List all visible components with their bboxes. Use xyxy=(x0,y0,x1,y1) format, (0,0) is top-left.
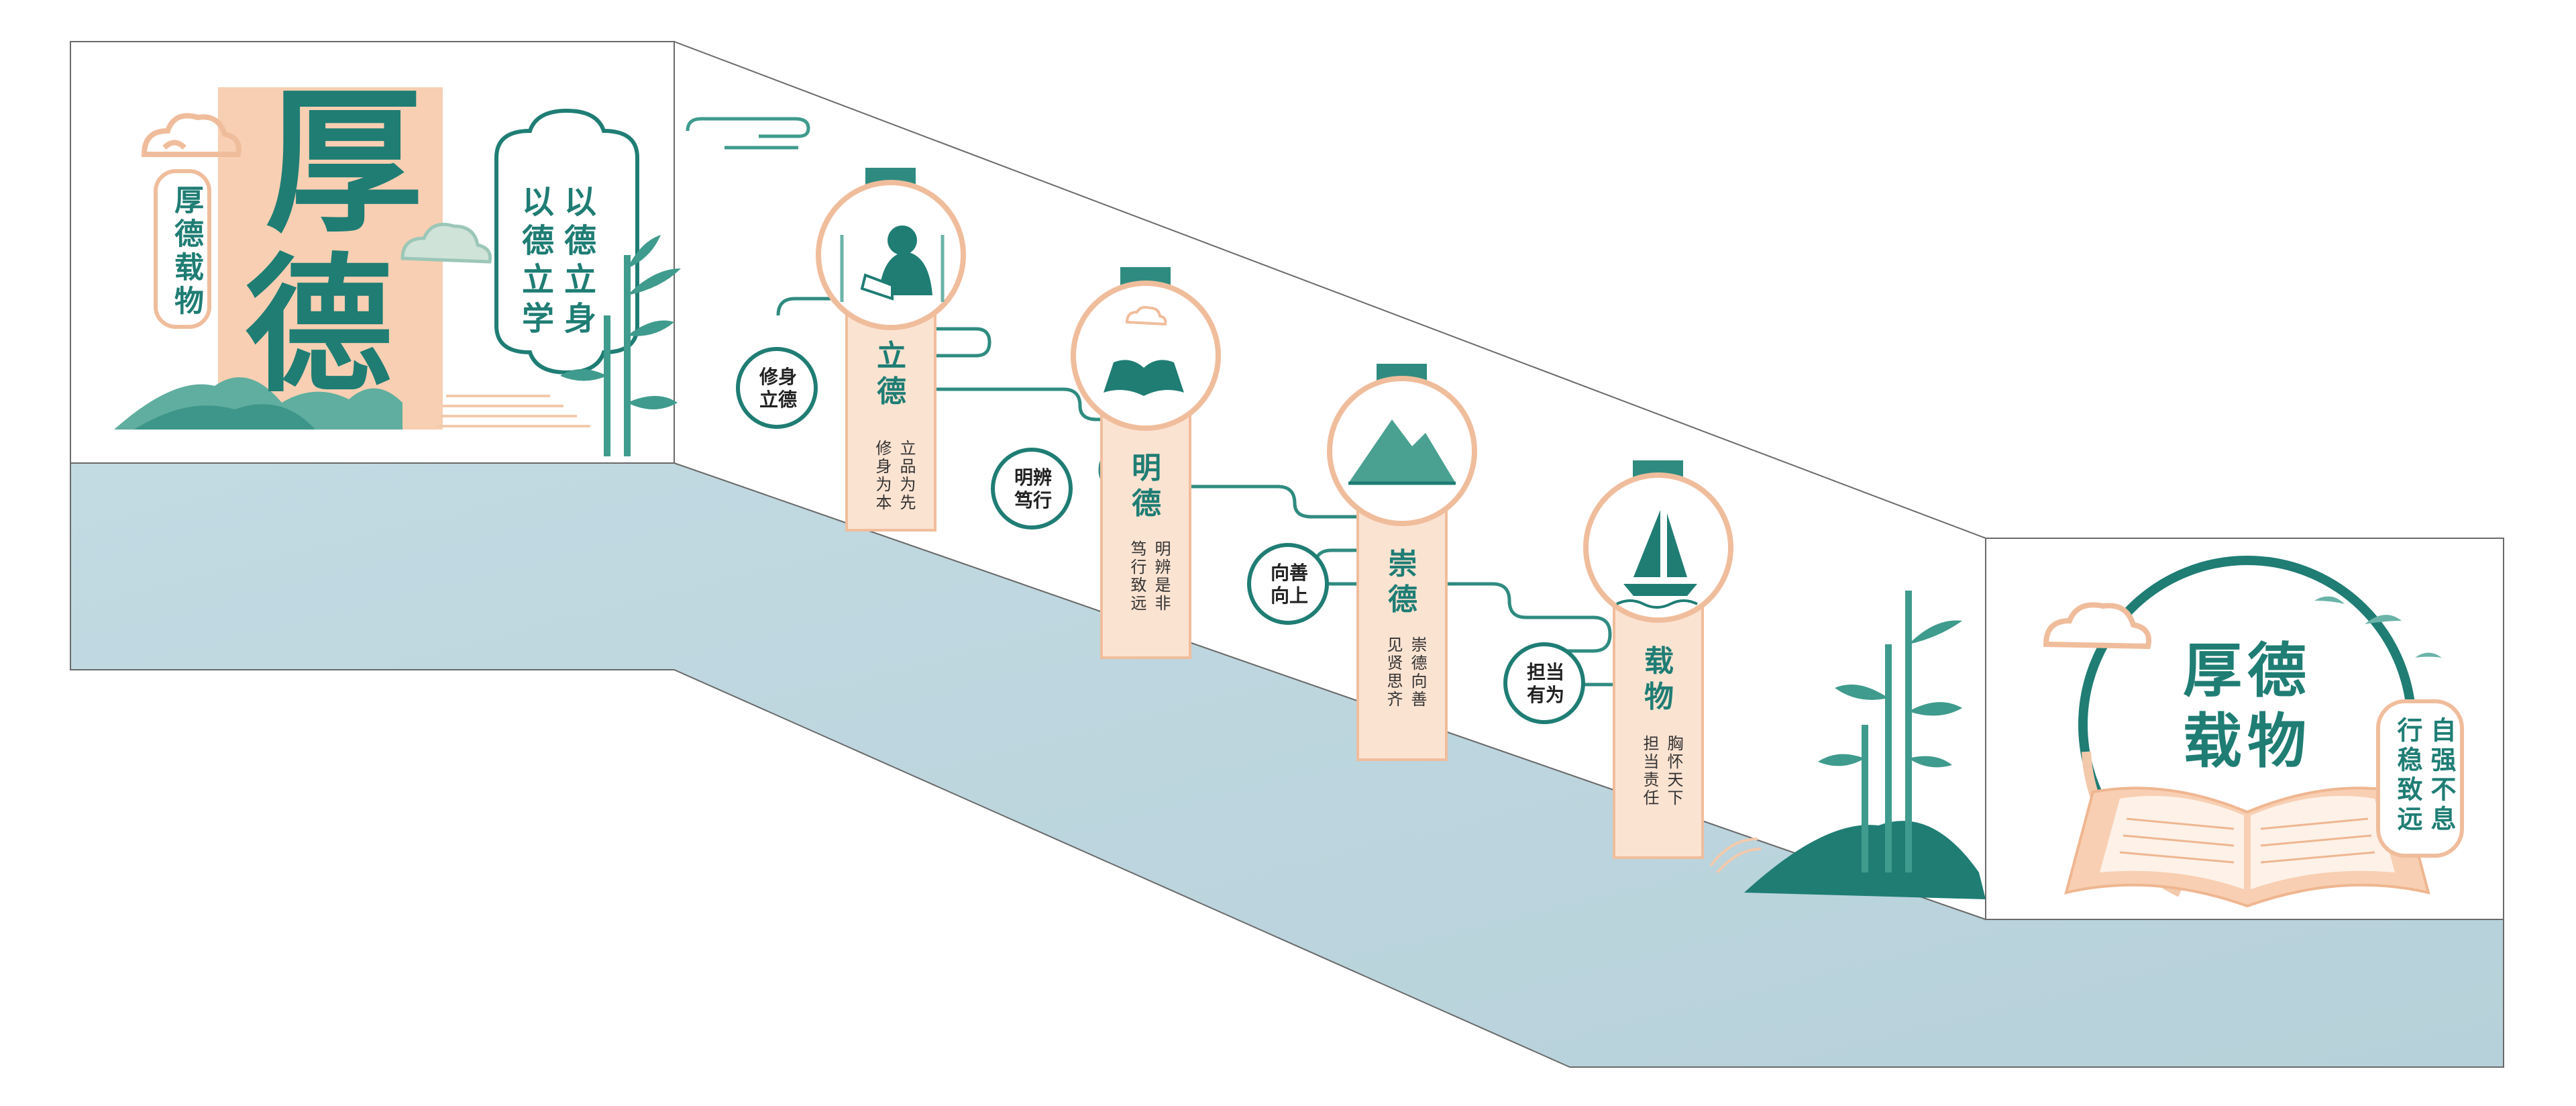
station-1-structure xyxy=(736,168,966,532)
side-label-frame xyxy=(154,169,211,329)
side-label: 厚德载物 xyxy=(169,185,203,319)
mountain-shape xyxy=(134,404,315,430)
bamboo-icon xyxy=(560,235,681,456)
right-panel xyxy=(2043,556,2464,908)
mountain-icon xyxy=(1348,419,1456,485)
station-1-badge: 修身立德 xyxy=(759,366,797,411)
big-title-char-2: 德 xyxy=(245,238,393,412)
reading-child-icon xyxy=(840,225,945,302)
bamboo-icon xyxy=(1818,591,1962,872)
badge-circle xyxy=(1247,543,1329,625)
cloud-icon xyxy=(141,113,241,157)
station-4-badge: 担当有为 xyxy=(1526,661,1564,706)
striped-hill xyxy=(436,395,590,428)
station-3-desc-1: 崇德向善 xyxy=(1408,636,1427,709)
swirl-cloud-icon xyxy=(686,117,810,150)
station-3-desc-2: 见贤思齐 xyxy=(1384,636,1403,709)
station-2-badge: 明辨笃行 xyxy=(1014,466,1052,511)
badge-circle xyxy=(736,347,818,429)
station-1-title: 立德 xyxy=(877,339,906,409)
station-3-badge: 向善向上 xyxy=(1270,562,1308,607)
left-panel xyxy=(114,87,681,456)
open-book-icon xyxy=(2064,787,2430,908)
station-2-desc-1: 明辨是非 xyxy=(1152,540,1171,613)
circle-title-line-1: 厚德 xyxy=(2182,636,2312,705)
striped-hill xyxy=(1709,838,1762,874)
right-motto-2: 行稳致远 xyxy=(2393,717,2423,835)
big-title-char-1: 厚 xyxy=(265,70,423,255)
cloud-icon xyxy=(2043,602,2151,650)
cloud-icon xyxy=(400,222,492,264)
badge-circle xyxy=(991,448,1073,530)
station-4-desc-2: 担当责任 xyxy=(1640,735,1659,807)
station-structures xyxy=(736,168,1733,859)
station-4-title: 载物 xyxy=(1644,644,1674,714)
station-4-desc-1: 胸怀天下 xyxy=(1664,735,1683,807)
station-2-title: 明德 xyxy=(1132,451,1161,521)
station-2-desc-2: 笃行致远 xyxy=(1128,540,1146,613)
circle-title-line-2: 载物 xyxy=(2182,706,2312,776)
badge-circle xyxy=(1503,642,1585,724)
open-book-icon xyxy=(1104,305,1184,396)
station-1-desc-2: 修身为本 xyxy=(873,440,892,512)
left-motto-2: 以德立学 xyxy=(516,185,553,340)
left-motto-1: 以德立身 xyxy=(558,185,596,340)
bird-icon xyxy=(2314,596,2442,658)
motto-frame xyxy=(2376,699,2464,858)
station-1-desc-1: 立品为先 xyxy=(897,440,916,512)
station-3-title: 崇德 xyxy=(1388,547,1417,617)
motto-frame xyxy=(494,108,639,375)
station-3-structure xyxy=(1247,364,1477,761)
sailboat-icon xyxy=(1616,510,1698,609)
right-motto-1: 自强不息 xyxy=(2426,717,2457,835)
